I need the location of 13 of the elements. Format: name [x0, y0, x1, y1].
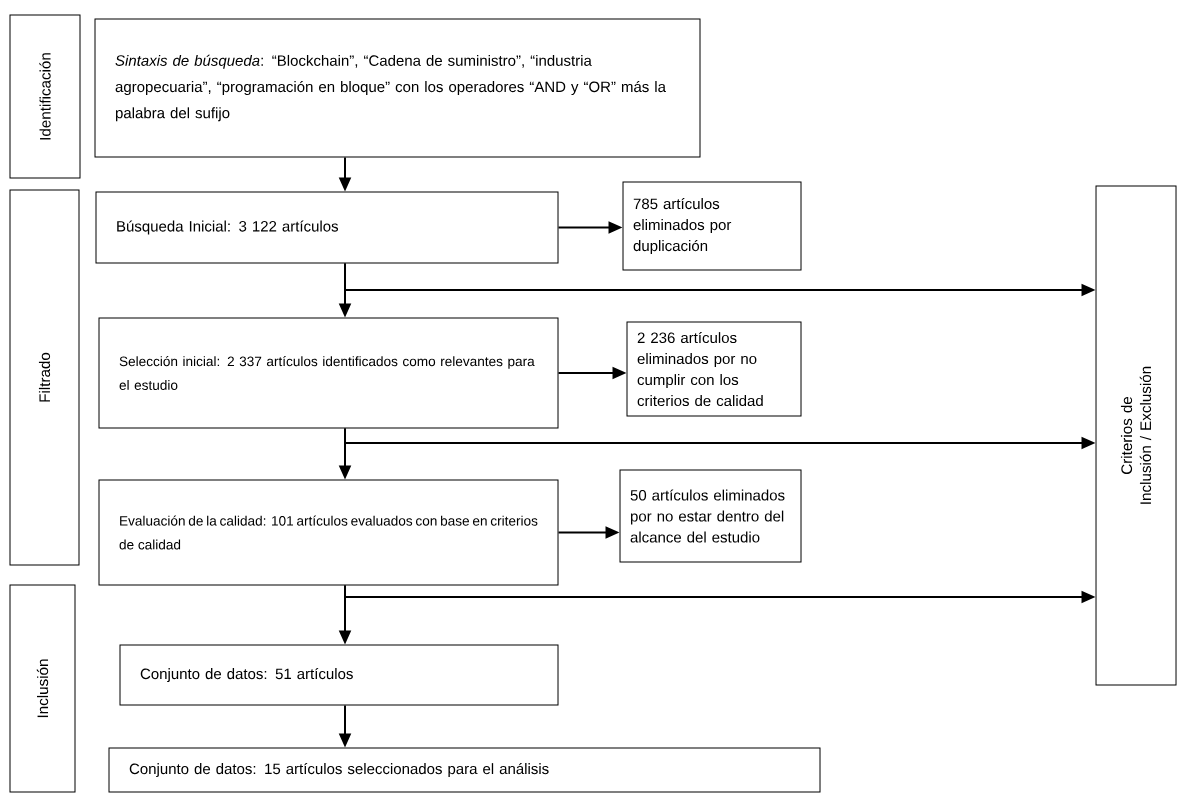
process-box: Conjunto de datos: 51 artículos	[119, 644, 559, 706]
process-box: 50 artículos eliminados por no estar dentro del alcance del estudio	[619, 469, 802, 563]
process-box: 785 artículos eliminados por duplicación	[622, 181, 802, 271]
stage-band: Inclusión	[9, 584, 76, 793]
process-box: Búsqueda Inicial: 3 122 artículos	[95, 191, 559, 264]
process-box: Conjunto de datos: 15 artículos seleccionados para el análisis	[108, 747, 821, 793]
criteria-band: Criterios de Inclusión / Exclusión	[1095, 185, 1177, 686]
stage-band: Filtrado	[9, 189, 80, 566]
process-box: Sintaxis de búsqueda: “Blockchain”, “Cadena de suministro”, “industria agropecuaria”, “programación en bloque” con los operadores “AND y “OR” más la palabra del sufijo	[94, 18, 701, 158]
stage-band: Identificación	[9, 14, 81, 179]
process-box: 2 236 artículos eliminados por no cumplir con los criterios de calidad	[626, 321, 802, 417]
process-box: Evaluación de la calidad: 101 artículos evaluados con base en criterios de calidad	[98, 479, 559, 586]
process-box: Selección inicial: 2 337 artículos identificados como relevantes para el estudio	[98, 317, 559, 429]
